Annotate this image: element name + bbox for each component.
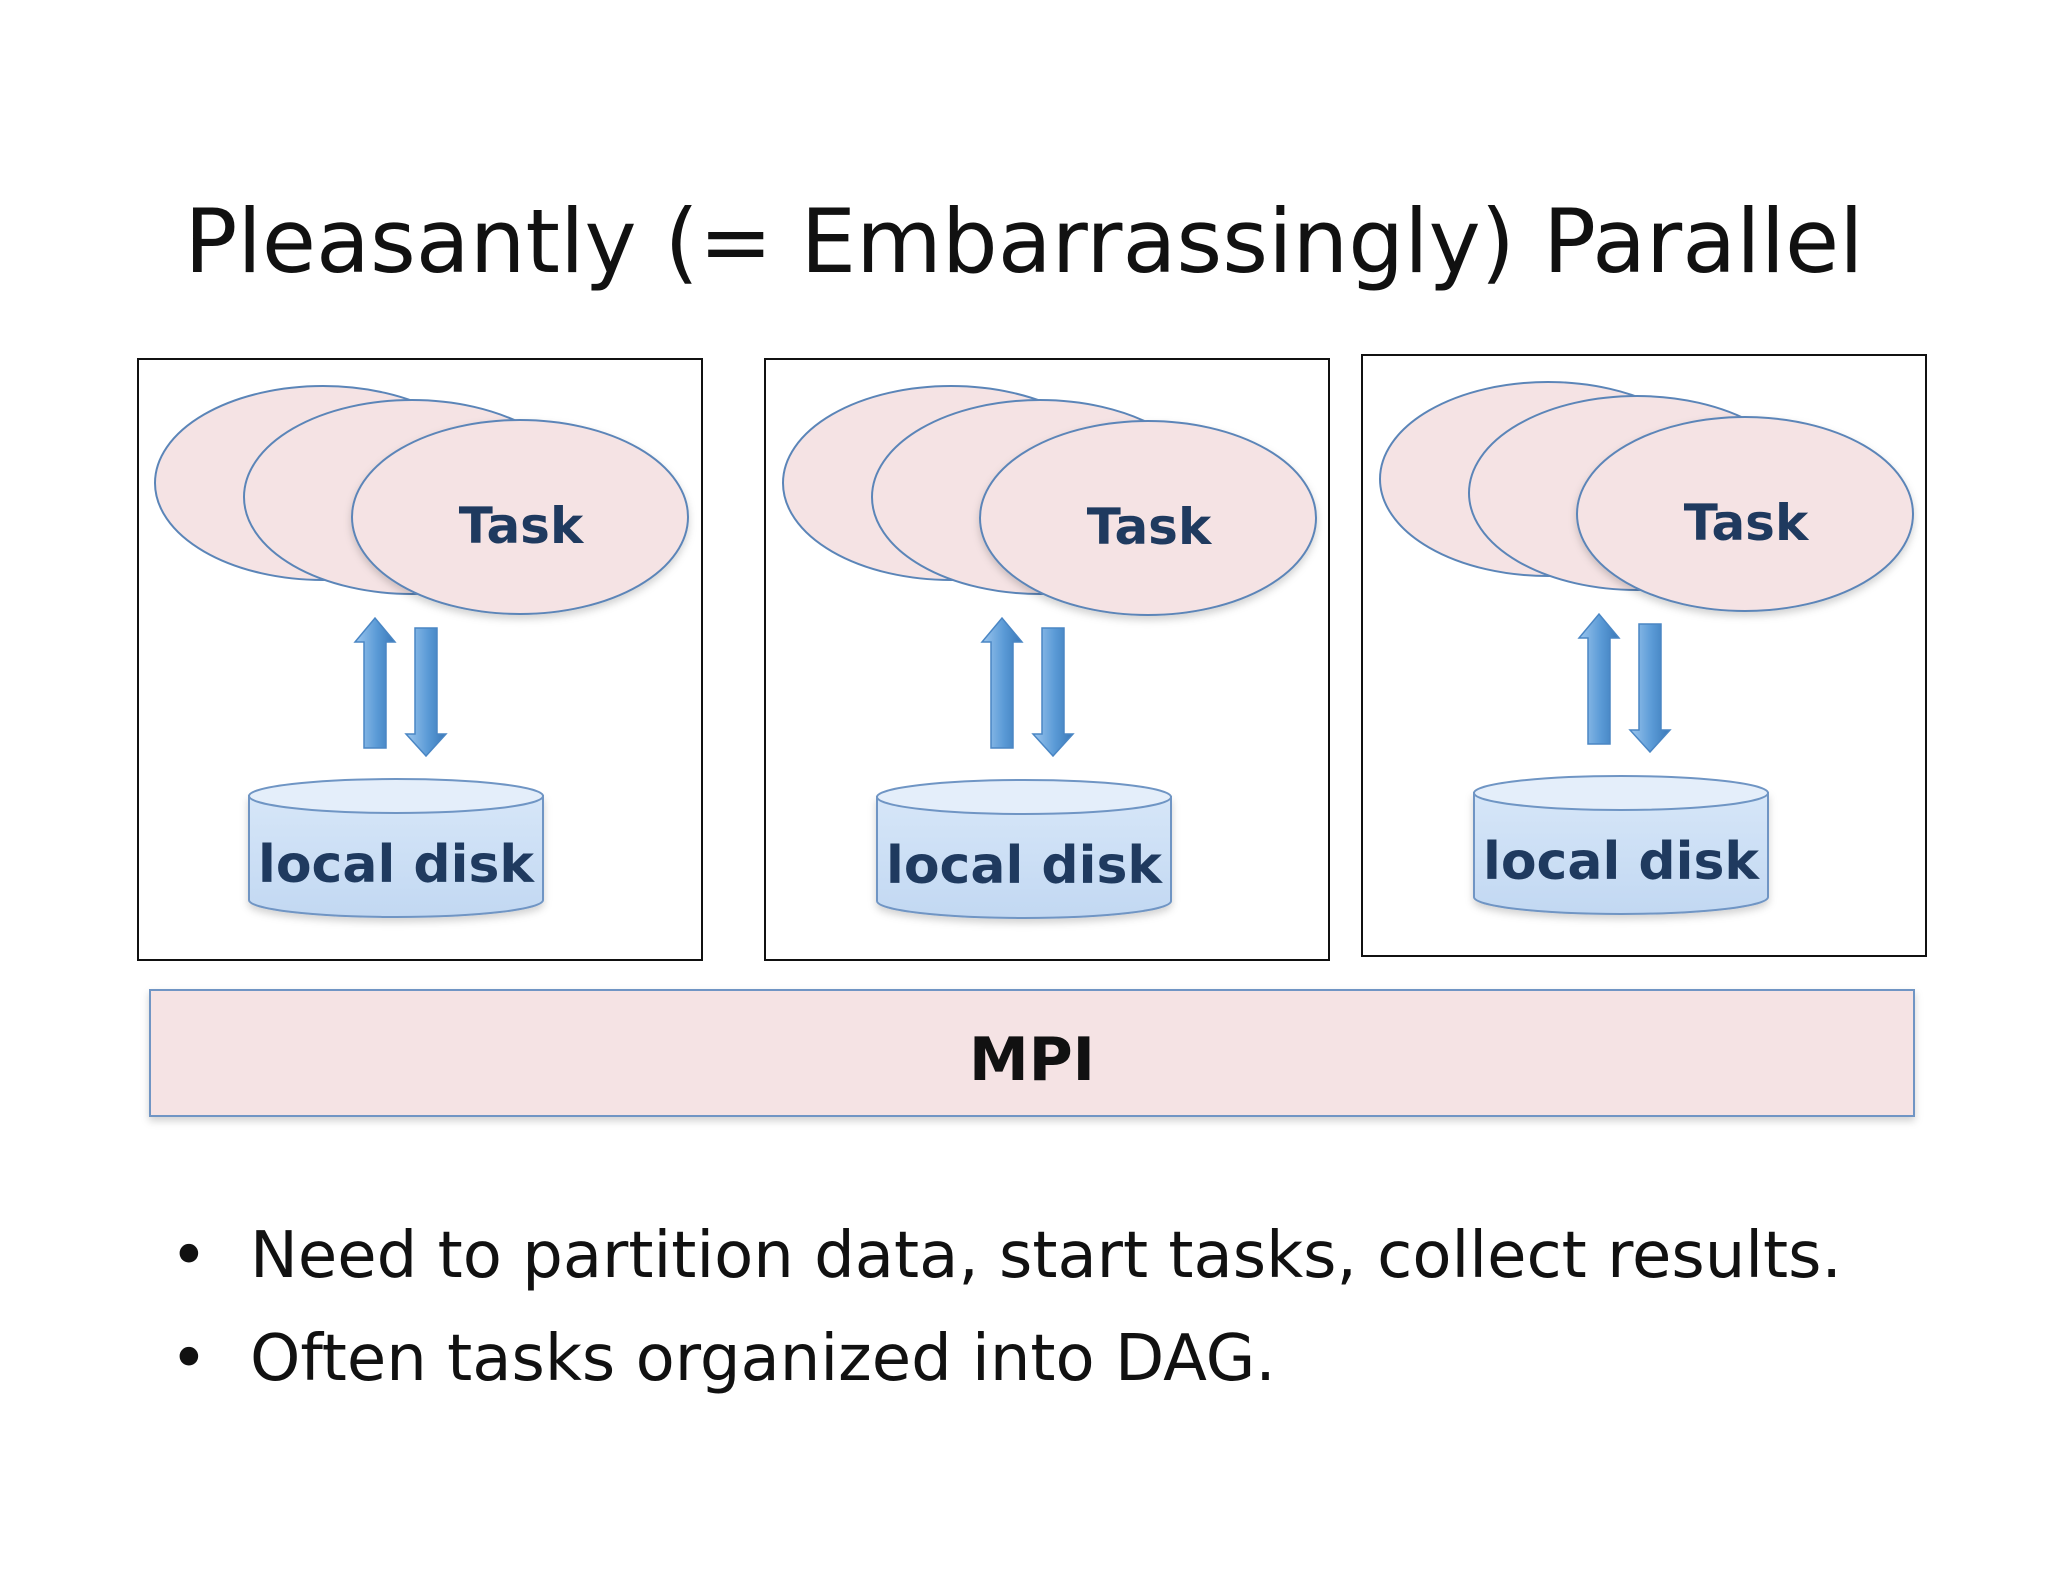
node-3: Task local disk <box>1361 354 1927 957</box>
node-1-disk-label: local disk <box>258 835 535 895</box>
bullet-list: • Need to partition data, start tasks, c… <box>170 1205 1990 1411</box>
node-2-down-arrow-icon <box>1031 627 1075 758</box>
node-3-disk-body <box>1473 792 1769 915</box>
bullet-marker: • <box>170 1322 208 1396</box>
node-3-task-front <box>1576 416 1914 612</box>
mpi-bus-bar <box>149 989 1915 1117</box>
mpi-bus-label: MPI <box>969 1025 1095 1095</box>
bullet-text-2: Often tasks organized into DAG. <box>250 1322 1276 1396</box>
node-3-disk-label: local disk <box>1483 832 1760 892</box>
node-1-disk-top <box>248 778 544 814</box>
node-2-disk-body <box>876 796 1172 919</box>
node-2-task-label: Task <box>1087 498 1213 556</box>
node-1-down-arrow-icon <box>404 627 448 758</box>
node-1-task-front <box>351 419 689 615</box>
bullet-item-1: • Need to partition data, start tasks, c… <box>170 1205 1990 1308</box>
node-2-task-front <box>979 420 1317 616</box>
bullet-marker: • <box>170 1219 208 1293</box>
node-1: Task local disk <box>137 358 703 961</box>
bullet-item-2: • Often tasks organized into DAG. <box>170 1308 1990 1411</box>
node-2: Task local disk <box>764 358 1330 961</box>
slide-title: Pleasantly (= Embarrassingly) Parallel <box>184 190 1864 293</box>
node-1-task-label: Task <box>459 497 585 555</box>
node-3-task-label: Task <box>1684 494 1810 552</box>
node-1-disk-body <box>248 795 544 918</box>
node-2-up-arrow-icon <box>980 616 1024 749</box>
mpi-bus: MPI <box>149 989 1915 1117</box>
bullet-text-1: Need to partition data, start tasks, col… <box>250 1219 1842 1293</box>
node-2-disk-label: local disk <box>886 836 1163 896</box>
node-1-up-arrow-icon <box>353 616 397 749</box>
node-3-down-arrow-icon <box>1628 623 1672 754</box>
node-3-up-arrow-icon <box>1577 612 1621 745</box>
node-2-disk-top <box>876 779 1172 815</box>
node-3-disk-top <box>1473 775 1769 811</box>
